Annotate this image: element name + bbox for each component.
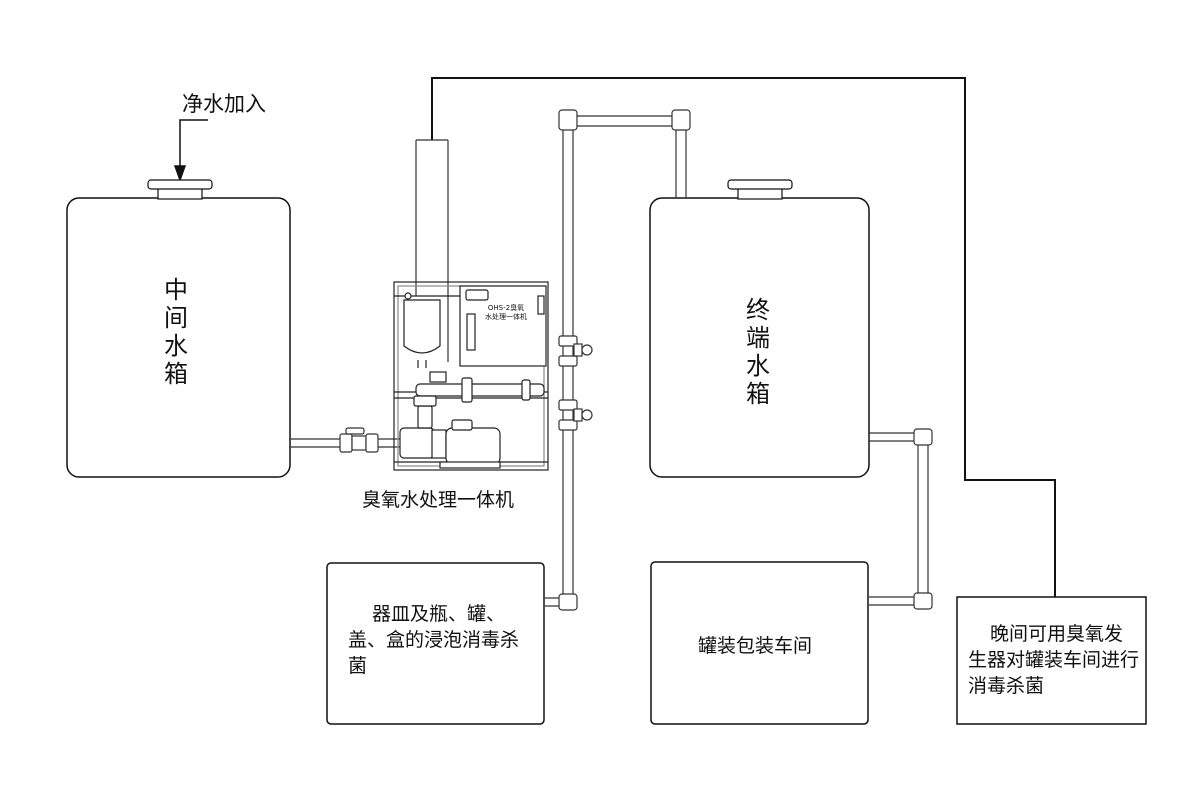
valves (573, 343, 593, 422)
vessel-disinfection-box (326, 562, 545, 725)
ozone-machine (393, 281, 549, 471)
terminal-tank (649, 179, 870, 478)
inlet-valve (339, 427, 379, 453)
canning-room-box (650, 561, 869, 725)
night-generator-text: 晚间可用臭氧发生器对罐装车间进行消毒杀菌 (968, 623, 1140, 697)
terminal-tank-label: 终 端 水 箱 (746, 296, 770, 408)
canning-room-text: 罐装包装车间 (698, 635, 813, 657)
ozone-line (431, 77, 1056, 597)
machine-label: 臭氧水处理一体机 (362, 489, 515, 511)
intermediate-tank (66, 179, 291, 478)
night-generator-box (956, 596, 1147, 725)
inlet-label: 净水加入 (182, 92, 266, 116)
machine-panel-text: OHS-2臭氧 水处理一体机 (485, 304, 527, 321)
pipe-fittings (558, 109, 933, 611)
inlet-arrow (173, 119, 208, 183)
vessel-disinfection-text: 器皿及瓶、罐、盖、盒的浸泡消毒杀菌 (348, 603, 520, 677)
intermediate-tank-label: 中 间 水 箱 (164, 276, 188, 388)
